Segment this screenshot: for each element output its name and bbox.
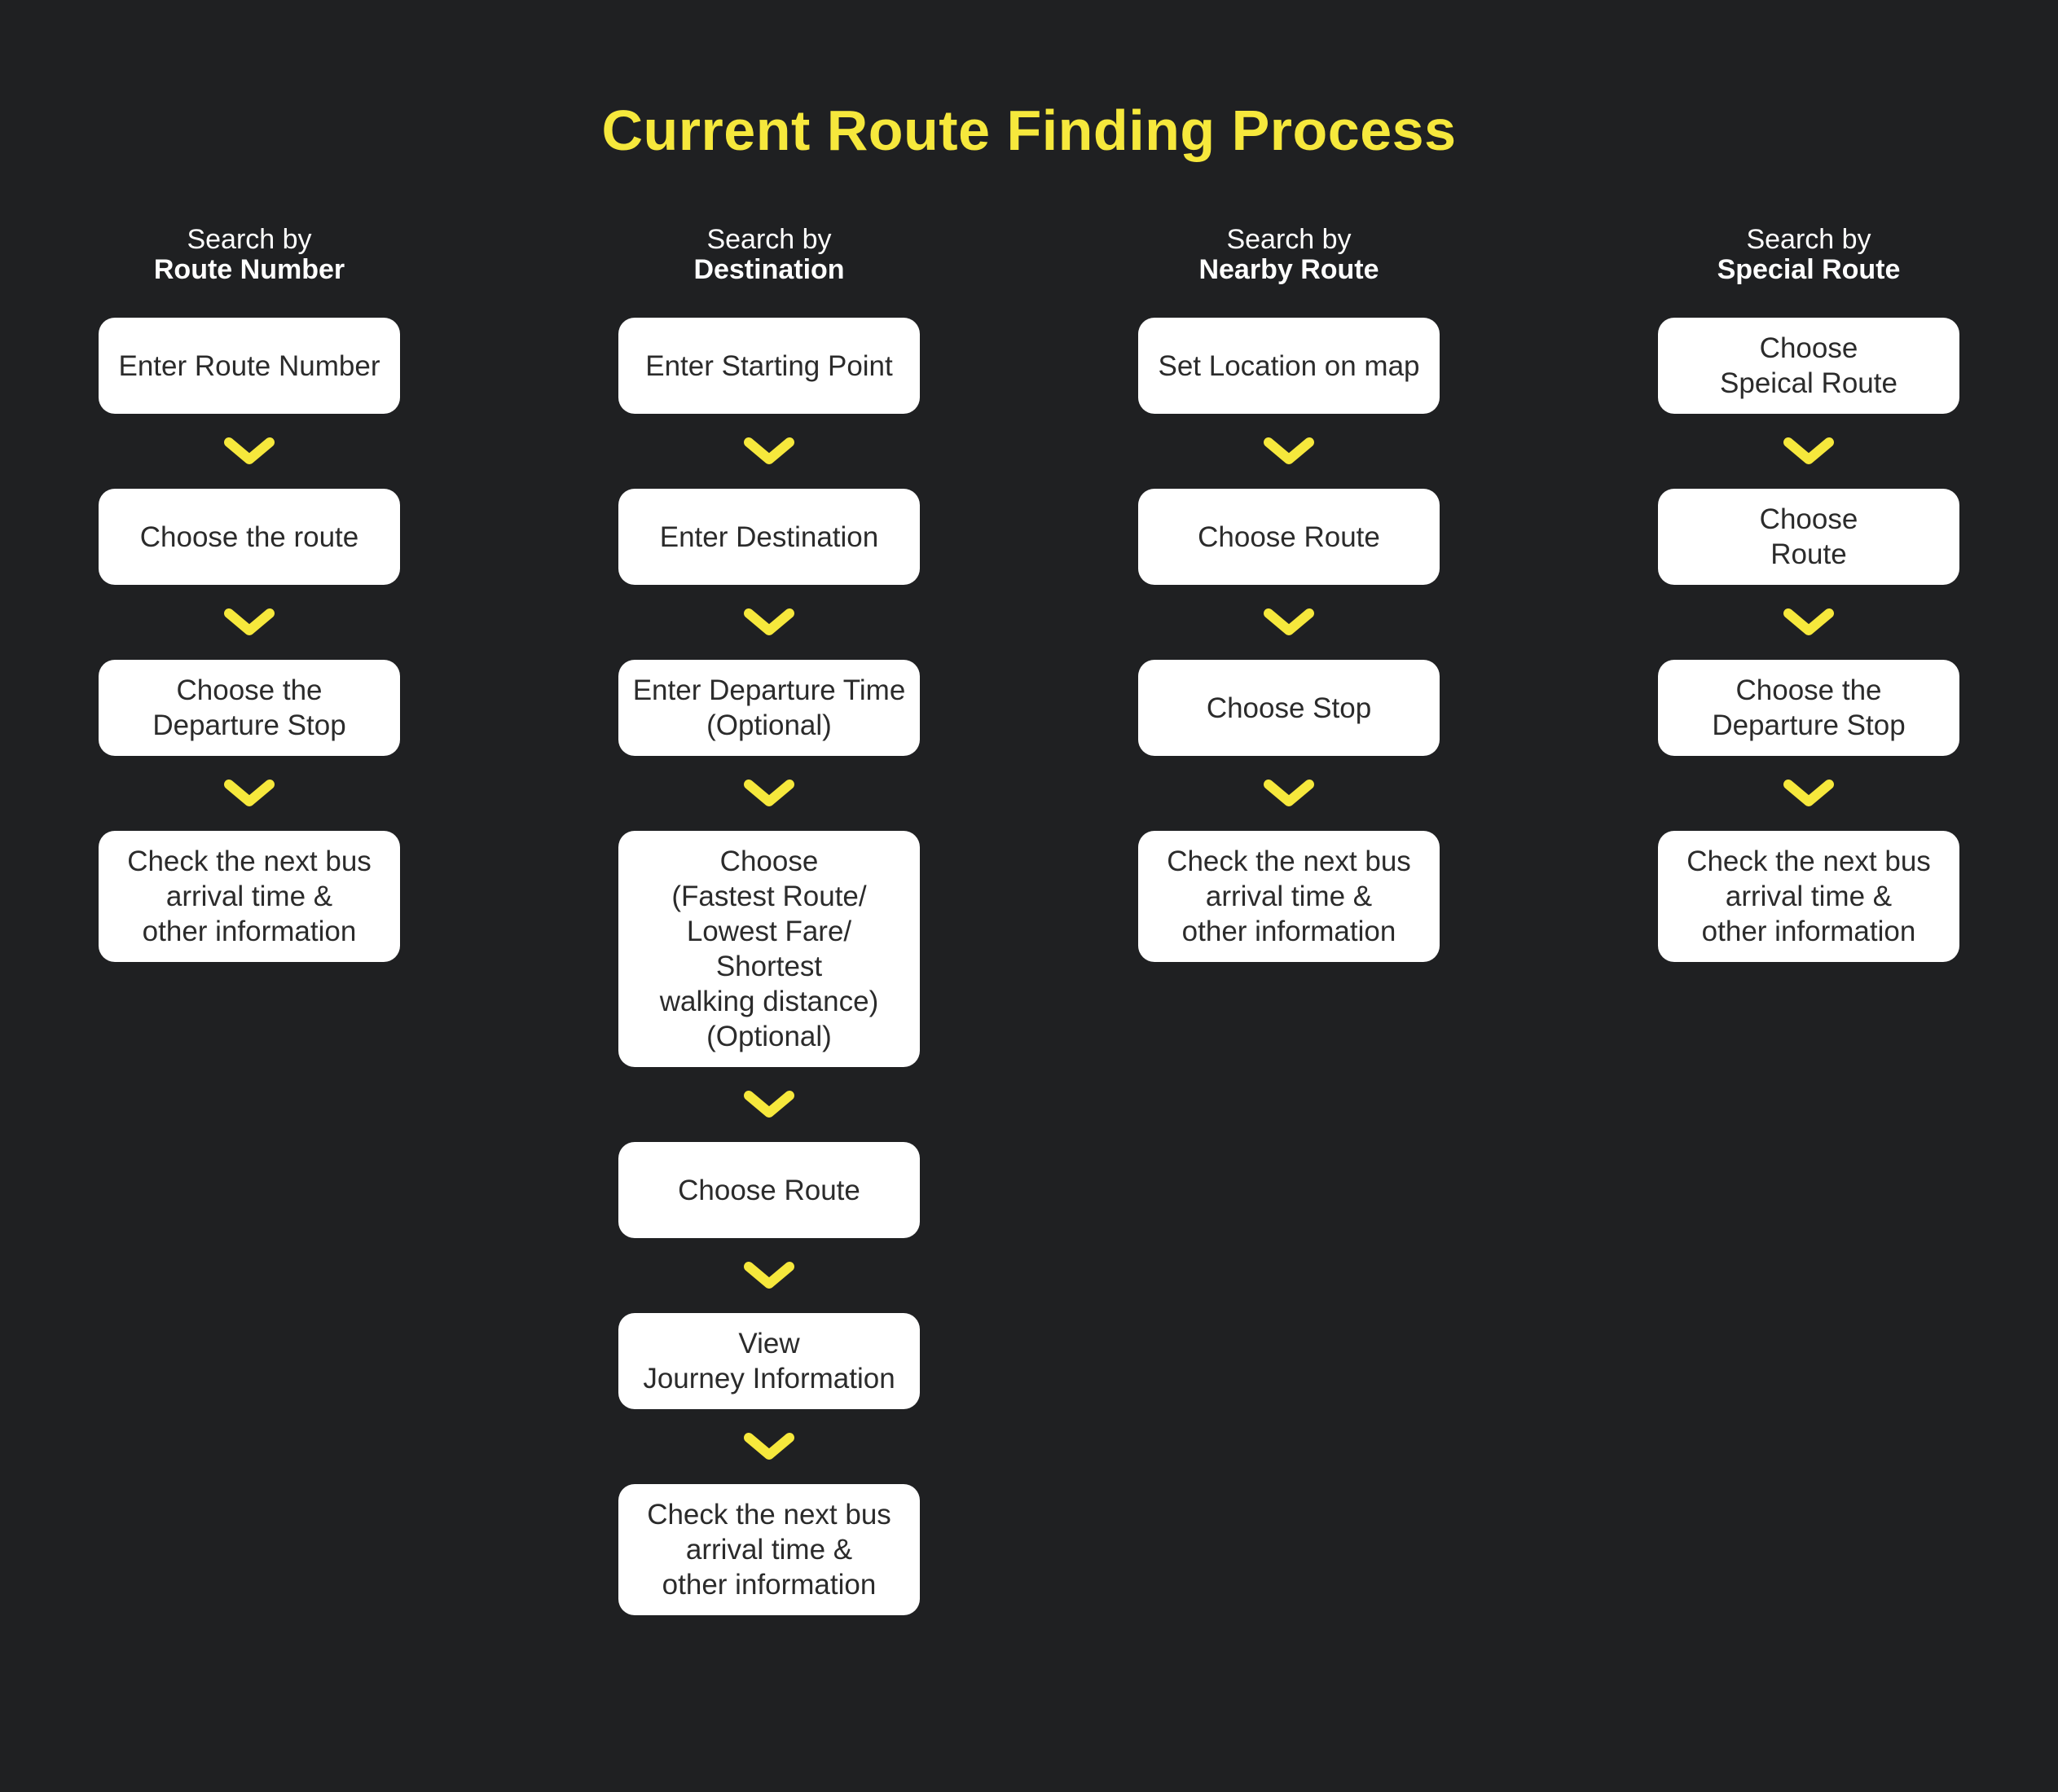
step-box: Choose Route	[618, 1142, 920, 1238]
step-box: Set Location on map	[1138, 318, 1440, 414]
arrow-down-icon	[1783, 608, 1835, 637]
step-label: Set Location on map	[1158, 349, 1420, 382]
column-header-title: Nearby Route	[1198, 254, 1379, 285]
flow-column-3: Search by Nearby Route Set Location on m…	[1138, 225, 1440, 962]
route-finding-flowchart: Current Route Finding Process Search by …	[0, 101, 2058, 1615]
step-label: Choose Route	[678, 1174, 860, 1206]
step-label: View Journey Information	[643, 1328, 895, 1395]
column-header-prefix: Search by	[706, 224, 832, 255]
column-header-title: Special Route	[1717, 254, 1901, 285]
step-box: View Journey Information	[618, 1313, 920, 1409]
step-box: Choose the route	[99, 489, 400, 585]
step-box: Choose (Fastest Route/ Lowest Fare/ Shor…	[618, 831, 920, 1067]
arrow-down-icon	[1783, 779, 1835, 808]
step-box: Check the next bus arrival time & other …	[1138, 831, 1440, 962]
arrow-down-icon	[743, 437, 795, 466]
arrow-down-icon	[1263, 779, 1315, 808]
step-box: Check the next bus arrival time & other …	[1658, 831, 1959, 962]
step-box: Enter Route Number	[99, 318, 400, 414]
step-box: Check the next bus arrival time & other …	[618, 1484, 920, 1615]
step-box: Choose Stop	[1138, 660, 1440, 756]
step-box: Choose Speical Route	[1658, 318, 1959, 414]
step-label: Choose the Departure Stop	[1712, 674, 1906, 741]
arrow-down-icon	[743, 779, 795, 808]
column-header: Search by Route Number	[99, 225, 400, 285]
step-label: Check the next bus arrival time & other …	[647, 1499, 891, 1601]
column-header: Search by Nearby Route	[1138, 225, 1440, 285]
column-header-prefix: Search by	[187, 224, 312, 255]
page-title: Current Route Finding Process	[601, 99, 1457, 162]
step-label: Enter Destination	[659, 520, 879, 553]
column-header: Search by Special Route	[1658, 225, 1959, 285]
step-label: Check the next bus arrival time & other …	[1167, 845, 1411, 947]
step-label: Choose Route	[1198, 520, 1380, 553]
flow-column-2: Search by Destination Enter Starting Poi…	[618, 225, 920, 1615]
step-label: Enter Departure Time (Optional)	[632, 674, 906, 741]
column-header-prefix: Search by	[1226, 224, 1352, 255]
flow-column-4: Search by Special Route Choose Speical R…	[1658, 225, 1959, 962]
step-box: Choose the Departure Stop	[1658, 660, 1959, 756]
step-label: Choose the Departure Stop	[152, 674, 346, 741]
step-box: Choose the Departure Stop	[99, 660, 400, 756]
column-header: Search by Destination	[618, 225, 920, 285]
step-box: Choose Route	[1138, 489, 1440, 585]
step-label: Choose Speical Route	[1720, 332, 1897, 399]
step-label: Choose Route	[1759, 503, 1858, 570]
arrow-down-icon	[1263, 437, 1315, 466]
arrow-down-icon	[223, 608, 275, 637]
arrow-down-icon	[743, 608, 795, 637]
arrow-down-icon	[743, 1432, 795, 1461]
arrow-down-icon	[1263, 608, 1315, 637]
arrow-down-icon	[223, 437, 275, 466]
column-header-title: Route Number	[153, 254, 345, 285]
step-label: Check the next bus arrival time & other …	[1686, 845, 1931, 947]
step-box: Enter Starting Point	[618, 318, 920, 414]
step-box: Enter Departure Time (Optional)	[618, 660, 920, 756]
step-label: Enter Route Number	[118, 349, 380, 382]
step-box: Choose Route	[1658, 489, 1959, 585]
step-box: Check the next bus arrival time & other …	[99, 831, 400, 962]
arrow-down-icon	[743, 1261, 795, 1290]
flowchart-columns: Search by Route Number Enter Route Numbe…	[0, 225, 2058, 1615]
column-header-title: Destination	[693, 254, 845, 285]
step-label: Choose the route	[139, 520, 359, 553]
arrow-down-icon	[743, 1090, 795, 1119]
step-label: Check the next bus arrival time & other …	[127, 845, 372, 947]
flow-column-1: Search by Route Number Enter Route Numbe…	[99, 225, 400, 962]
step-label: Enter Starting Point	[645, 349, 893, 382]
step-box: Enter Destination	[618, 489, 920, 585]
column-header-prefix: Search by	[1746, 224, 1871, 255]
step-label: Choose Stop	[1206, 692, 1372, 724]
step-label: Choose (Fastest Route/ Lowest Fare/ Shor…	[659, 845, 879, 1052]
arrow-down-icon	[1783, 437, 1835, 466]
arrow-down-icon	[223, 779, 275, 808]
